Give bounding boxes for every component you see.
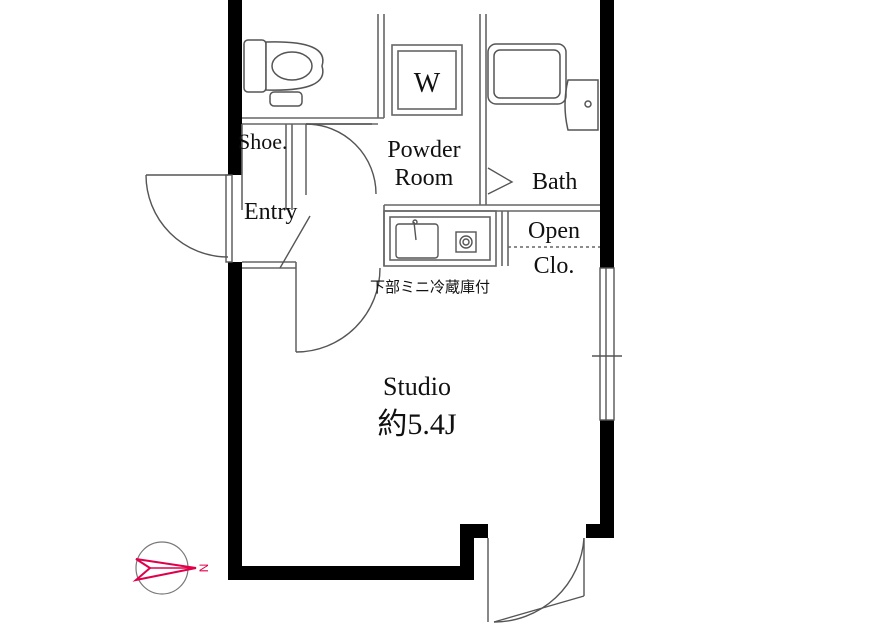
- shoe-label: Shoe.: [238, 129, 288, 154]
- powder-room-label-line2: Room: [394, 165, 454, 191]
- bath-label: Bath: [532, 169, 578, 195]
- sink-icon: [564, 79, 599, 131]
- toilet-icon: [243, 39, 324, 107]
- open-closet-label-line2: Clo.: [533, 253, 575, 279]
- powder-room-label-line1: Powder: [387, 137, 461, 163]
- kitchen-sink-icon: [395, 219, 439, 259]
- outer-walls: [228, 0, 614, 580]
- compass-icon: [132, 541, 197, 595]
- fridge-note-label: 下部ミニ冷蔵庫付: [370, 279, 491, 296]
- entry-label: Entry: [244, 199, 298, 225]
- washer-label: W: [413, 68, 441, 99]
- open-closet-label-line1: Open: [528, 218, 580, 244]
- triangle-icon: [487, 167, 514, 195]
- studio-label: Studio: [383, 372, 451, 401]
- washer-pan-icon: [487, 43, 567, 105]
- studio-size-label: 約5.4J: [377, 408, 457, 441]
- doors: [145, 123, 622, 623]
- compass-north-label: N: [196, 563, 211, 573]
- stove-icon: [455, 231, 477, 253]
